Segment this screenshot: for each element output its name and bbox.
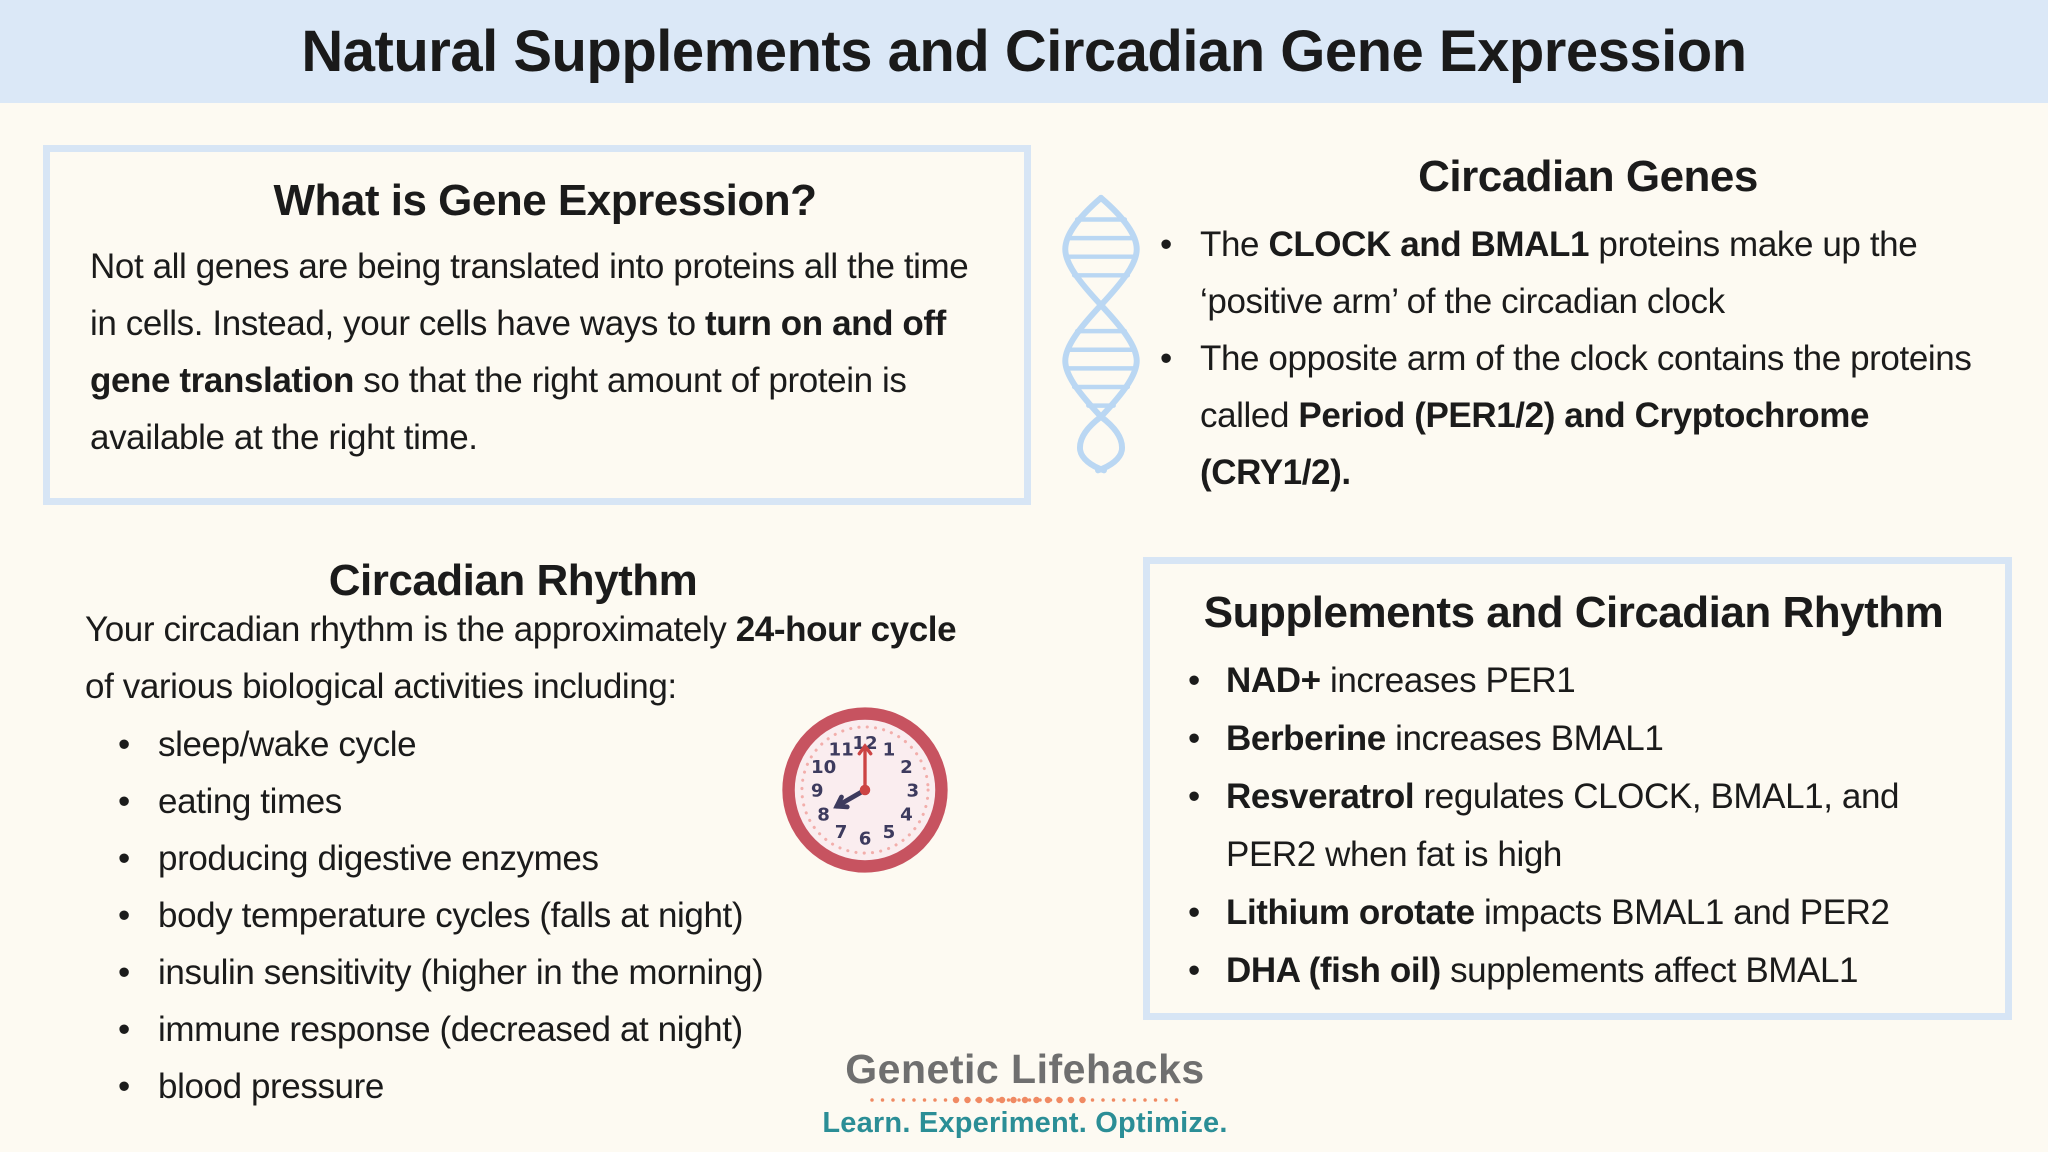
svg-text:7: 7 (835, 822, 848, 843)
logo: Genetic Lifehacks Learn. Experiment. Opt… (818, 1046, 1232, 1140)
supplements-box: Supplements and Circadian Rhythm NAD+ in… (1143, 557, 2012, 1020)
hour-hand (833, 787, 868, 810)
svg-text:11: 11 (828, 740, 853, 761)
list-item: blood pressure (110, 1058, 870, 1115)
list-item: The opposite arm of the clock contains t… (1156, 330, 2020, 501)
list-item: eating times (110, 773, 870, 830)
list-item: sleep/wake cycle (110, 716, 870, 773)
logo-name: Genetic Lifehacks (845, 1046, 1205, 1092)
gene-expression-box: What is Gene Expression? Not all genes a… (43, 145, 1031, 505)
svg-text:2: 2 (900, 757, 913, 778)
list-item: immune response (decreased at night) (110, 1001, 870, 1058)
minute-hand (857, 743, 873, 792)
list-item: producing digestive enzymes (110, 830, 870, 887)
supplements-heading: Supplements and Circadian Rhythm (1203, 588, 1944, 637)
logo-dots-divider (870, 1096, 1180, 1104)
list-item: Lithium orotate impacts BMAL1 and PER2 (1186, 884, 1961, 942)
svg-text:8: 8 (817, 805, 830, 826)
list-item: The CLOCK and BMAL1 proteins make up the… (1156, 216, 2020, 330)
clock-icon: 12 1 2 3 4 5 6 7 8 9 10 11 (779, 704, 951, 876)
supplements-list: NAD+ increases PER1 Berberine increases … (1186, 652, 1961, 1000)
circadian-rhythm-list: sleep/wake cycle eating times producing … (110, 716, 870, 1115)
dna-helix-icon (1034, 146, 1168, 520)
circadian-genes-section: Circadian Genes The CLOCK and BMAL1 prot… (1156, 152, 2020, 501)
list-item: NAD+ increases PER1 (1186, 652, 1961, 710)
list-item: Resveratrol regulates CLOCK, BMAL1, and … (1186, 768, 1961, 884)
gene-expression-body: Not all genes are being translated into … (90, 247, 969, 457)
svg-text:5: 5 (883, 822, 896, 843)
logo-tagline: Learn. Experiment. Optimize. (822, 1107, 1228, 1139)
list-item: insulin sensitivity (higher in the morni… (110, 944, 870, 1001)
list-item: body temperature cycles (falls at night) (110, 887, 870, 944)
svg-text:4: 4 (900, 805, 913, 826)
main-title: Natural Supplements and Circadian Gene E… (301, 19, 1747, 84)
gene-expression-heading: What is Gene Expression? (273, 176, 817, 225)
list-item: Berberine increases BMAL1 (1186, 710, 1961, 768)
title-banner: Natural Supplements and Circadian Gene E… (0, 0, 2048, 103)
svg-text:3: 3 (906, 781, 919, 802)
circadian-genes-heading: Circadian Genes (1418, 152, 1758, 201)
circadian-rhythm-intro: Your circadian rhythm is the approximate… (85, 610, 957, 706)
svg-text:6: 6 (859, 828, 872, 849)
svg-text:1: 1 (883, 740, 896, 761)
circadian-rhythm-heading: Circadian Rhythm (328, 556, 698, 605)
list-item: DHA (fish oil) supplements affect BMAL1 (1186, 942, 1961, 1000)
svg-text:9: 9 (811, 781, 824, 802)
svg-text:10: 10 (811, 757, 836, 778)
circadian-genes-list: The CLOCK and BMAL1 proteins make up the… (1156, 216, 2020, 501)
